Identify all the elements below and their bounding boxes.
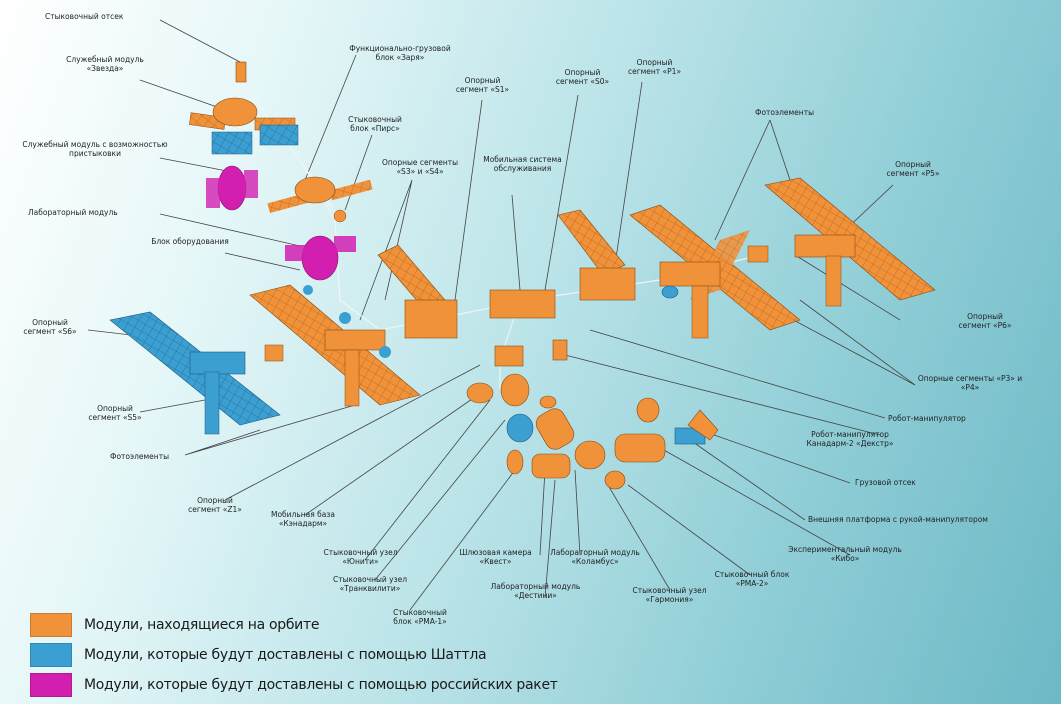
label-truss-s5: Опорный сегмент «S5» (88, 404, 142, 422)
label-harmony: Стыковочный узел «Гармония» (632, 586, 707, 604)
legend-row-russian: Модули, которые будут доставлены с помощ… (30, 670, 558, 700)
label-truss-s3-s4: Опорные сегменты «S3» и «S4» (381, 158, 459, 176)
legend-swatch-orange (30, 613, 72, 637)
label-zarya: Функционально-грузовой блок «Заря» (349, 44, 451, 62)
legend-row-shuttle: Модули, которые будут доставлены с помощ… (30, 640, 558, 670)
truss-p5 (747, 245, 769, 263)
label-pma1: Стыковочный блок «PMA-1» (393, 608, 447, 626)
label-cargo-compartment: Грузовой отсек (855, 478, 916, 487)
truss-s0 (489, 289, 556, 319)
label-docking-compartment: Стыковочный отсек (45, 12, 124, 21)
label-exposed-facility: Внешняя платформа с рукой-манипулятором (808, 515, 988, 524)
label-universal-module: Служебный модуль с возможностью пристыко… (22, 140, 168, 158)
legend-text-orbit: Модули, находящиеся на орбите (84, 617, 320, 633)
docking-compartment-module (235, 61, 247, 83)
legend-swatch-magenta (30, 673, 72, 697)
russian-lab-module (285, 235, 356, 295)
label-truss-p1: Опорный сегмент «P1» (627, 58, 682, 76)
label-truss-s0: Опорный сегмент «S0» (555, 68, 610, 86)
truss-s6 (109, 311, 281, 435)
legend-row-orbit: Модули, находящиеся на орбите (30, 610, 558, 640)
truss-s3-s4 (249, 284, 421, 407)
label-truss-p5: Опорный сегмент «P5» (886, 160, 940, 178)
legend-swatch-blue (30, 643, 72, 667)
legend-text-russian: Модули, которые будут доставлены с помощ… (84, 677, 558, 693)
label-pma2: Стыковочный блок «PMA-2» (714, 570, 790, 588)
label-dextre: Робот-манипулятор Канадарм-2 «Декстр» (806, 430, 894, 448)
label-lab-module: Лабораторный модуль (28, 208, 118, 217)
label-truss-p3-p4: Опорные сегменты «P3» и «P4» (917, 374, 1023, 392)
pressurized-modules (466, 285, 719, 490)
legend: Модули, находящиеся на орбите Модули, ко… (30, 610, 558, 700)
label-quest: Шлюзовая камера «Квест» (459, 548, 532, 566)
label-equipment-unit: Блок оборудования (151, 237, 229, 246)
russian-universal-module (206, 165, 258, 211)
zvezda-module (189, 97, 299, 155)
truss-p1 (557, 209, 636, 301)
truss-s1 (377, 244, 458, 339)
legend-text-shuttle: Модули, которые будут доставлены с помощ… (84, 647, 487, 663)
label-tranquility: Стыковочный узел «Транквилити» (332, 575, 407, 593)
label-pirs: Стыковочный блок «Пирс» (348, 115, 402, 133)
zarya-module (267, 176, 373, 223)
label-robot-arm: Робот-манипулятор (888, 414, 966, 423)
label-truss-z1: Опорный сегмент «Z1» (188, 496, 242, 514)
truss-p3-p4 (629, 204, 801, 339)
label-truss-p6: Опорный сегмент «P6» (958, 312, 1012, 330)
label-zvezda: Служебный модуль «Звезда» (66, 55, 144, 73)
label-truss-s6: Опорный сегмент «S6» (23, 318, 77, 336)
label-canadarm-base: Мобильная база «Кэнадарм» (271, 510, 335, 528)
label-columbus: Лабораторный модуль «Коламбус» (550, 548, 640, 566)
label-truss-s1: Опорный сегмент «S1» (455, 76, 510, 94)
label-solar-left: Фотоэлементы (110, 452, 169, 461)
label-kibo: Экспериментальный модуль «Кибо» (788, 545, 902, 563)
truss-p6 (764, 177, 936, 307)
label-destiny: Лабораторный модуль «Дестини» (490, 582, 581, 600)
label-mobile-system: Мобильная система обслуживания (483, 155, 562, 173)
label-unity: Стыковочный узел «Юнити» (323, 548, 398, 566)
label-solar-right: Фотоэлементы (755, 108, 814, 117)
truss-s5 (264, 344, 284, 362)
